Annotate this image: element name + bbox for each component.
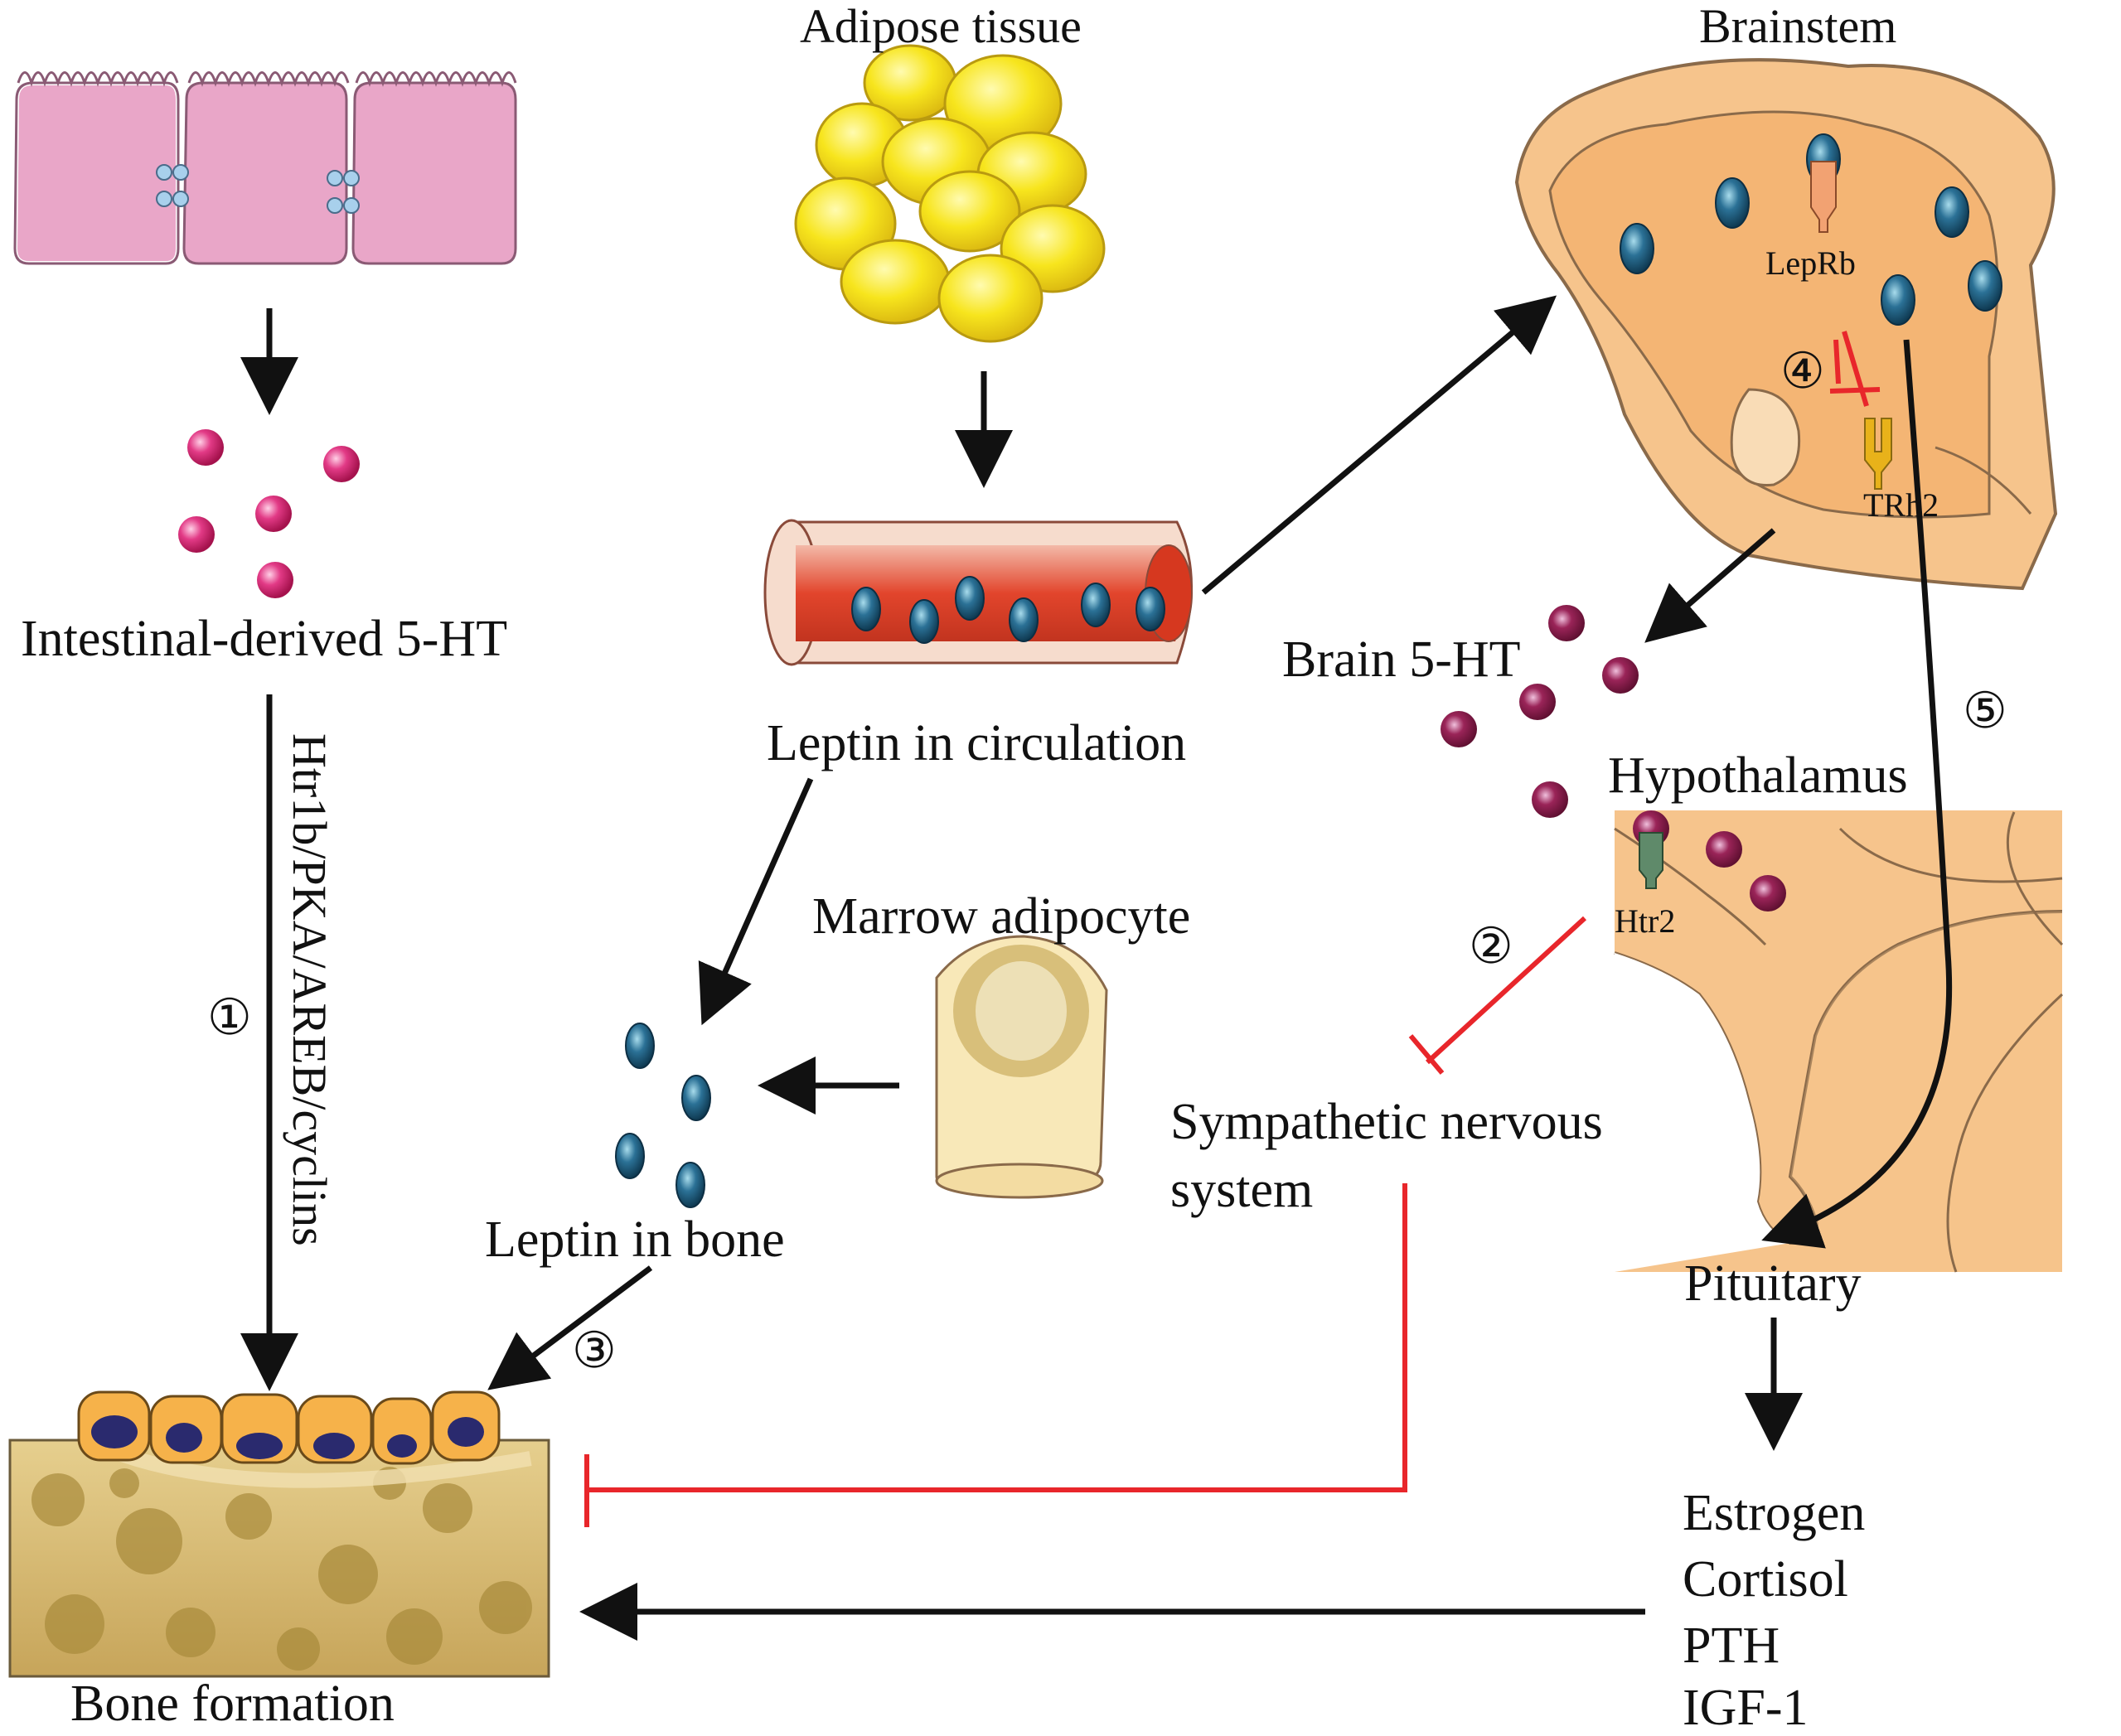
bone-tissue-block	[8, 1439, 550, 1678]
brainstem-leptin-neurons	[1620, 133, 2002, 326]
inhibit-leprb-trh2	[1842, 331, 1869, 407]
adipose-tissue-cells	[794, 44, 1106, 343]
step-3-marker: ③	[572, 1323, 617, 1378]
label-intestinal-5ht: Intestinal-derived 5-HT	[21, 611, 508, 667]
hormone-pth: PTH	[1683, 1618, 1780, 1674]
inhibit-hypothalamus-sns	[1425, 916, 1587, 1065]
arrow-leptin-to-brainstem	[1201, 295, 1557, 595]
osteoblast-cells	[77, 1390, 501, 1465]
leprb-receptor-icon	[1810, 161, 1837, 233]
label-sympathetic-line1: Sympathetic nervous	[1170, 1094, 1603, 1150]
label-pathway: Htr1b/PKA/AREB/cyclins	[283, 733, 337, 1246]
inhibit-hypothalamus-sns-bar	[1408, 1034, 1445, 1075]
label-leprb: LepRb	[1765, 244, 1856, 282]
hypothalamus-tissue	[1614, 810, 2064, 1273]
label-leptin-circulation: Leptin in circulation	[767, 715, 1187, 771]
arrow-brainstem-to-brain-5ht	[1644, 528, 1776, 643]
brain-serotonin-molecules	[1441, 605, 1639, 818]
hormone-estrogen: Estrogen	[1683, 1485, 1866, 1541]
label-brainstem: Brainstem	[1699, 0, 1897, 53]
hormone-igf1: IGF-1	[1683, 1680, 1809, 1736]
intestinal-epithelium	[12, 71, 517, 266]
step-5-marker: ⑤	[1963, 684, 2007, 738]
label-brain-5ht: Brain 5-HT	[1282, 631, 1521, 688]
label-sympathetic-line2: system	[1170, 1162, 1314, 1218]
marrow-adipocyte-bone	[935, 935, 1108, 1199]
inhibition-lines	[584, 331, 1881, 1527]
label-leptin-bone: Leptin in bone	[485, 1211, 785, 1268]
arrow-brainstem-to-pituitary	[1761, 339, 1953, 1249]
step-2-marker: ②	[1469, 919, 1513, 974]
label-adipose-tissue: Adipose tissue	[800, 0, 1082, 53]
trh2-receptor-icon	[1864, 418, 1892, 490]
inhibit-leprb-stem	[1833, 339, 1841, 384]
inhibit-leprb-trh2-bar	[1829, 387, 1881, 394]
leptin-in-vessel	[851, 576, 1165, 644]
label-hypothalamus: Hypothalamus	[1608, 747, 1908, 804]
label-pituitary: Pituitary	[1684, 1255, 1862, 1312]
step-4-marker: ④	[1780, 344, 1825, 399]
arrow-circulation-to-bone-leptin	[698, 777, 814, 1026]
inhibit-sns-bone	[587, 1183, 1407, 1492]
gut-serotonin-molecules	[178, 429, 360, 598]
step-1-marker: ①	[207, 990, 252, 1045]
brainstem-tissue	[1514, 58, 2058, 591]
activation-arrows	[240, 295, 1953, 1641]
label-htr2: Htr2	[1615, 902, 1676, 940]
hormone-cortisol: Cortisol	[1683, 1551, 1848, 1608]
label-trh2: TRh2	[1863, 486, 1939, 524]
leptin-in-bone-molecules	[615, 1023, 711, 1208]
label-bone-formation: Bone formation	[70, 1676, 395, 1732]
label-marrow-adipocyte: Marrow adipocyte	[812, 888, 1191, 945]
arrow-bone-leptin-to-bone	[487, 1265, 653, 1390]
htr2-receptor-icon	[1639, 832, 1663, 889]
